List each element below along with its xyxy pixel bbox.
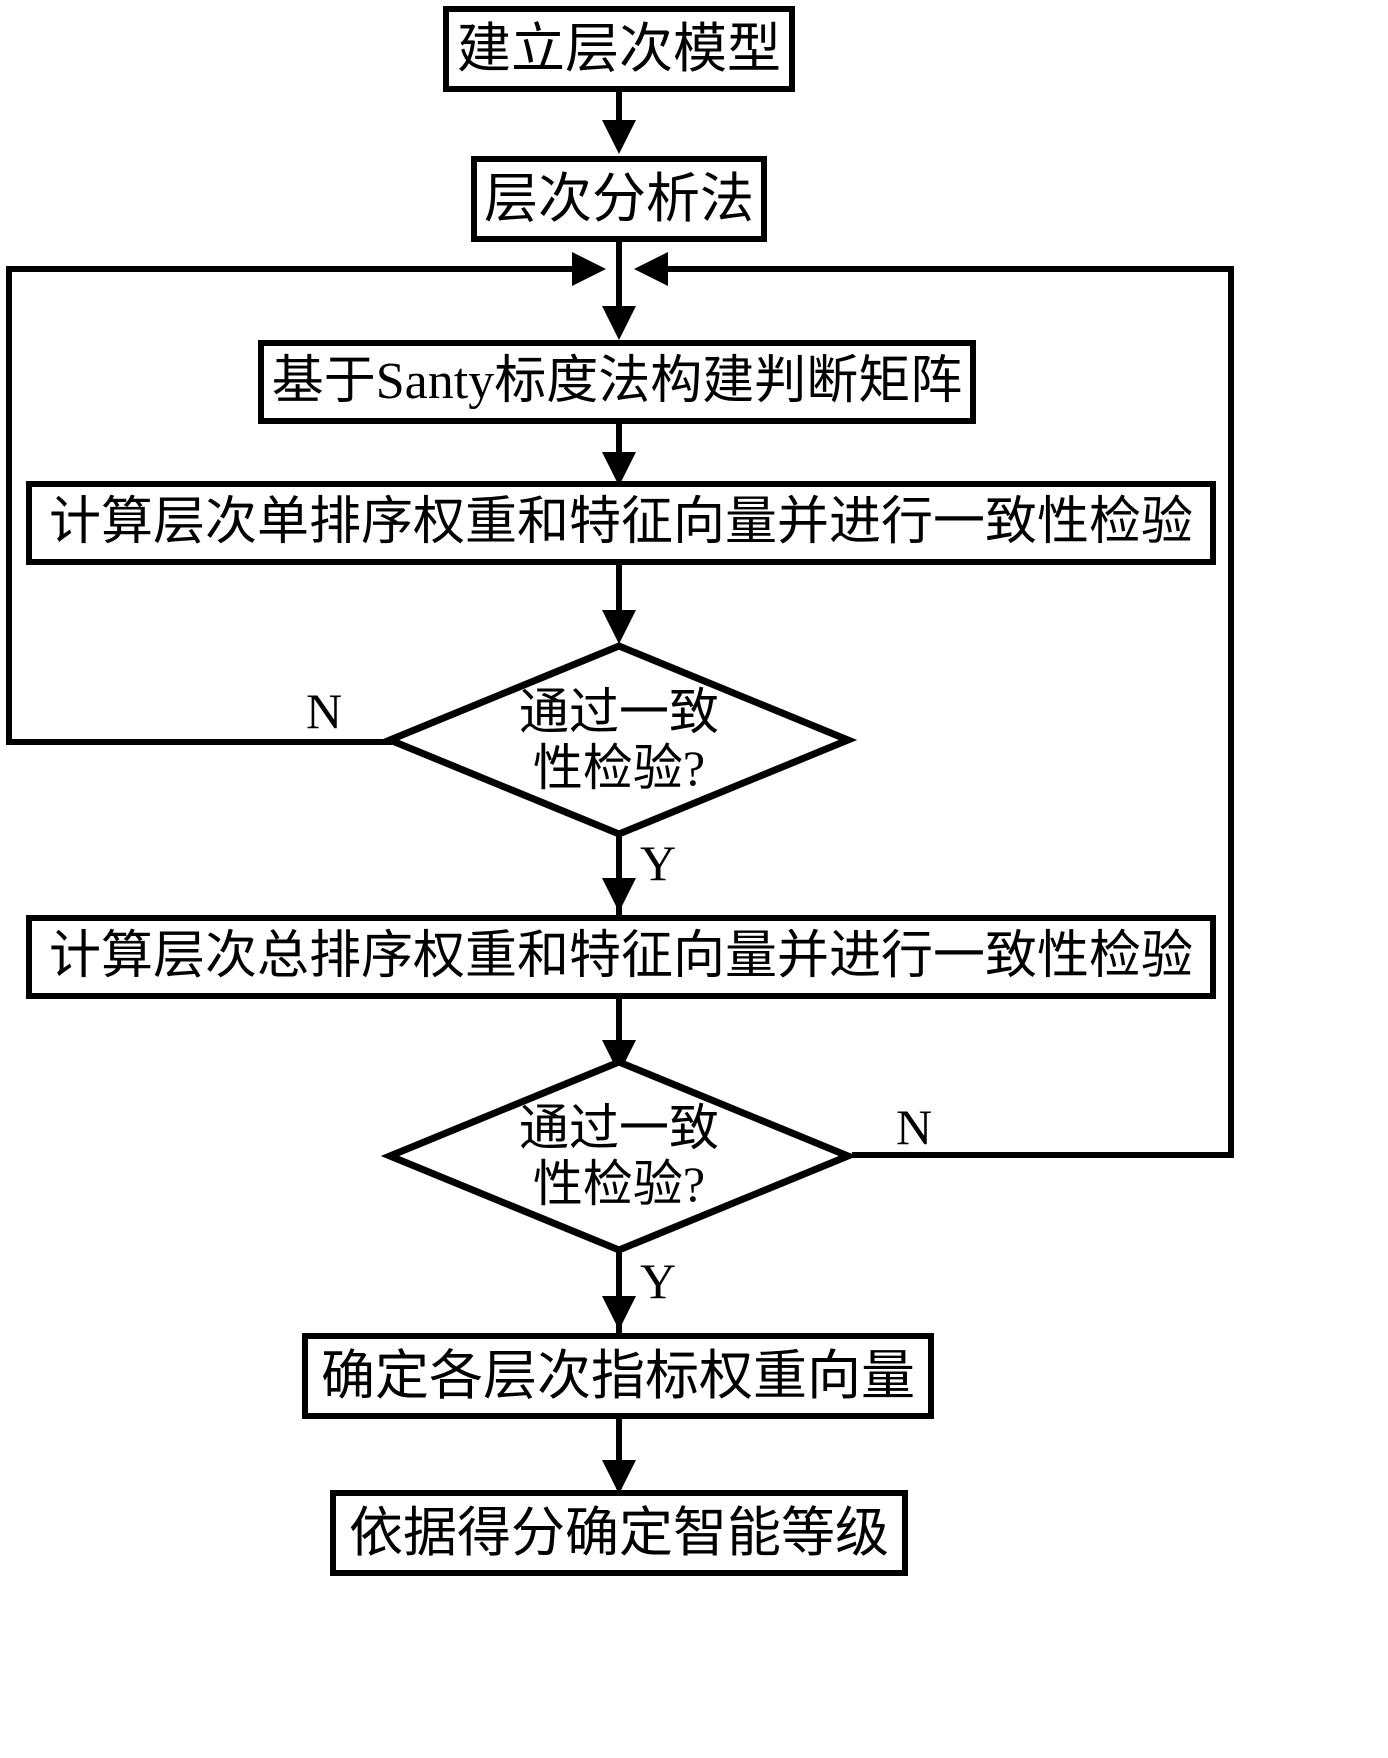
arrowhead-n3-n4: [602, 452, 636, 486]
node-build-judgment-matrix: 基于Santy标度法构建判断矩阵: [258, 340, 976, 424]
decision-consistency-check-single: 通过一致 性检验?: [380, 642, 858, 838]
decision-consistency-check-total: 通过一致 性检验?: [380, 1058, 858, 1254]
arrowhead-d2-n6: [602, 1296, 636, 1330]
node-total-rank-weights: 计算层次总排序权重和特征向量并进行一致性检验: [26, 915, 1216, 999]
node-label: 建立层次模型: [457, 18, 781, 79]
loop-rail-right-bottom: [852, 1152, 1234, 1158]
connector-n6-n7: [616, 1419, 622, 1489]
branch-label-d2-no: N: [896, 1099, 933, 1155]
connector-n4-d1: [616, 565, 622, 637]
node-determine-intelligence-level: 依据得分确定智能等级: [330, 1490, 908, 1576]
diamond-shape: [380, 1058, 858, 1254]
node-label: 层次分析法: [484, 168, 754, 229]
node-ahp-method: 层次分析法: [471, 156, 767, 242]
connector-n2-n3: [616, 242, 622, 330]
arrowhead-loop-right-merge: [634, 252, 668, 286]
branch-label-d1-no: N: [306, 683, 343, 739]
node-label: 计算层次单排序权重和特征向量并进行一致性检验: [48, 493, 1193, 551]
node-label: 计算层次总排序权重和特征向量并进行一致性检验: [48, 927, 1193, 985]
loop-rail-top-right: [648, 266, 1234, 272]
loop-rail-left-bottom: [6, 739, 392, 745]
arrowhead-loop-left-merge: [572, 252, 606, 286]
arrowhead-n1-n2: [602, 120, 636, 154]
branch-label-d1-yes: Y: [640, 835, 677, 891]
node-determine-weight-vectors: 确定各层次指标权重向量: [302, 1333, 934, 1419]
connector-d2-n6: [616, 1250, 622, 1338]
arrowhead-d1-n5: [602, 878, 636, 912]
node-label: 确定各层次指标权重向量: [321, 1345, 915, 1406]
loop-rail-top-left: [6, 266, 586, 272]
arrowhead-n6-n7: [602, 1460, 636, 1494]
node-single-rank-weights: 计算层次单排序权重和特征向量并进行一致性检验: [26, 481, 1216, 565]
arrowhead-n4-d1: [602, 610, 636, 644]
loop-rail-right-vertical: [1228, 266, 1234, 1158]
diamond-shape: [380, 642, 858, 838]
node-establish-hierarchy-model: 建立层次模型: [443, 6, 795, 92]
loop-rail-left-vertical: [6, 266, 12, 745]
connector-d1-n5: [616, 834, 622, 920]
node-label: 基于Santy标度法构建判断矩阵: [271, 352, 963, 410]
node-label: 依据得分确定智能等级: [349, 1502, 889, 1563]
branch-label-d2-yes: Y: [640, 1253, 677, 1309]
connector-n5-d2: [616, 999, 622, 1067]
connector-n1-n2: [616, 92, 622, 144]
arrowhead-n2-n3: [602, 306, 636, 340]
